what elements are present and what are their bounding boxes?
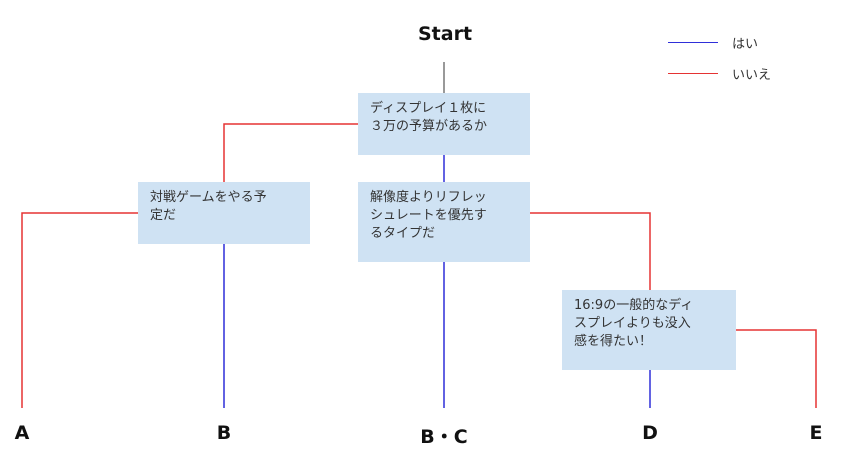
start-label: Start	[418, 23, 473, 45]
legend-no-label: いいえ	[732, 68, 772, 83]
result-e: E	[809, 422, 823, 444]
result-bc: B・C	[420, 426, 468, 448]
result-b: B	[216, 422, 232, 444]
question-box-q2: 対戦ゲームをやる予 定だ	[138, 182, 310, 244]
result-a: A	[14, 422, 30, 444]
q2-no-connector	[21, 212, 138, 408]
legend-yes-line	[668, 42, 718, 43]
result-d: D	[642, 422, 658, 444]
q3-no-connector	[530, 212, 651, 290]
question-box-q1: ディスプレイ１枚に ３万の予算があるか	[358, 93, 530, 155]
question-box-q3: 解像度よりリフレッ シュレートを優先す るタイプだ	[358, 182, 530, 262]
q1-no-connector	[223, 123, 358, 182]
question-box-q4: 16:9の一般的なディ スプレイよりも没入 感を得たい！	[562, 290, 736, 370]
legend-no-line	[668, 73, 718, 74]
legend-yes-label: はい	[732, 37, 759, 52]
q4-no-connector	[736, 329, 817, 408]
